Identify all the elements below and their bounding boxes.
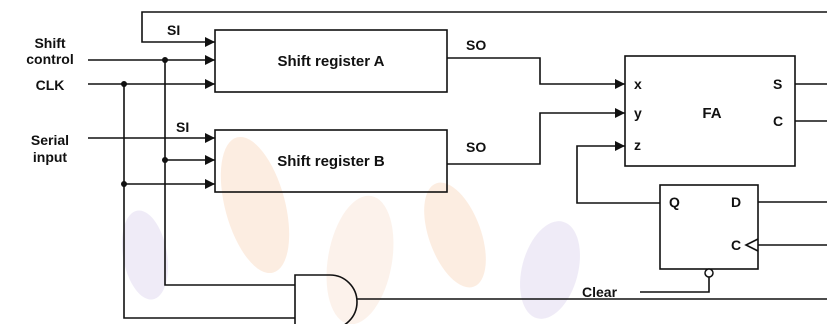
fa-s-label: S bbox=[773, 76, 782, 92]
ff-q-label: Q bbox=[669, 194, 680, 210]
clk-a-arrow bbox=[205, 79, 215, 89]
ff-clock-triangle bbox=[744, 238, 759, 252]
fa-y-arrow bbox=[615, 108, 625, 118]
fa-c-label: C bbox=[773, 113, 783, 129]
shift-control-label-2: control bbox=[26, 51, 73, 67]
shift-control-vertical bbox=[164, 60, 295, 286]
serial-input-label-2: input bbox=[33, 149, 68, 165]
ff-c-label: C bbox=[731, 237, 741, 253]
watermark-logo bbox=[121, 136, 580, 324]
clear-label: Clear bbox=[582, 284, 618, 300]
clk-label: CLK bbox=[36, 77, 65, 93]
clk-b-junction bbox=[121, 181, 127, 187]
so-a-wire bbox=[447, 57, 625, 85]
shift-register-a-label: Shift register A bbox=[278, 53, 385, 70]
ff-d-label: D bbox=[731, 194, 741, 210]
clk-vertical bbox=[123, 84, 295, 319]
clear-wire bbox=[640, 277, 710, 293]
shift-control-a-arrow bbox=[205, 55, 215, 65]
fa-x-arrow bbox=[615, 79, 625, 89]
so-b-wire bbox=[447, 112, 625, 165]
q-to-z-wire bbox=[576, 145, 660, 204]
shift-register-a bbox=[214, 29, 448, 93]
and-gate bbox=[294, 274, 358, 324]
clear-bubble bbox=[704, 268, 714, 278]
so-a-label: SO bbox=[466, 37, 486, 53]
shift-control-label-1: Shift bbox=[34, 35, 65, 51]
fa-y-label: y bbox=[634, 105, 642, 121]
shift-register-b-label: Shift register B bbox=[277, 153, 385, 170]
serial-input-label-1: Serial bbox=[31, 132, 69, 148]
shift-register-b bbox=[214, 129, 448, 193]
full-adder bbox=[624, 55, 796, 167]
serial-input-arrow bbox=[205, 133, 215, 143]
so-b-label: SO bbox=[466, 139, 486, 155]
si-a-label: SI bbox=[167, 22, 180, 38]
feedback-wire bbox=[141, 11, 827, 43]
si-a-arrow bbox=[205, 37, 215, 47]
shift-control-b-junction bbox=[162, 157, 168, 163]
fa-z-arrow bbox=[615, 141, 625, 151]
shift-control-b-arrow bbox=[205, 155, 215, 165]
full-adder-label: FA bbox=[702, 105, 721, 122]
si-b-label: SI bbox=[176, 119, 189, 135]
clk-b-arrow bbox=[205, 179, 215, 189]
fa-z-label: z bbox=[634, 137, 641, 153]
fa-x-label: x bbox=[634, 76, 642, 92]
